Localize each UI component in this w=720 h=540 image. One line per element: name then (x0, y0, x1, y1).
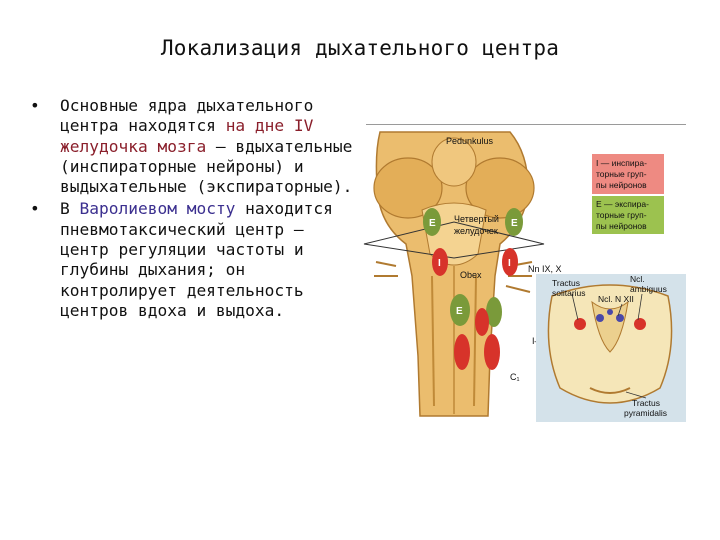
label-ventricle-line1: Четвертый (454, 214, 499, 224)
bullet-highlight-fourth-ventricle: на дне IV желудочка мозга (60, 116, 314, 156)
bullet-text: В (60, 199, 80, 219)
bullet-highlight-pons: Варолиевом мосту (79, 199, 236, 219)
e-mark: E (511, 218, 518, 229)
bullet-text: находится пневмотаксический центр – цент… (60, 199, 333, 320)
legend-i-line3: пы нейронов (596, 180, 647, 190)
bullet-list: • Основные ядра дыхательного центра нахо… (26, 96, 362, 323)
legend-i-line2: торные груп- (596, 169, 647, 179)
bullet-marker: • (30, 96, 40, 115)
bullet-item-pons: • В Варолиевом мосту находится пневмотак… (26, 199, 362, 321)
label-tractus-pyramidalis-line2: pyramidalis (624, 408, 667, 418)
bullet-item-nuclei: • Основные ядра дыхательного центра нахо… (26, 96, 362, 197)
bullet-text: Основные ядра дыхательного центра находя… (60, 96, 314, 136)
brainstem-figure: E E E I I Pedunkulus Четвертый желудочек… (363, 131, 686, 422)
cross-section-inset: Tractus solitarius Ncl. ambiguus Ncl. N … (536, 274, 686, 422)
inspiratory-groups (432, 248, 518, 370)
bullet-marker: • (30, 199, 40, 219)
label-nerves: Nn IX, X (528, 264, 562, 274)
slide-title: Локализация дыхательного центра (160, 36, 560, 60)
bullet-text: – вдыхательные (инспираторные нейроны) и… (60, 136, 353, 197)
expiratory-groups (423, 208, 523, 327)
label-c1: C₁ (510, 372, 520, 382)
label-tractus-pyramidalis-line1: Tractus (632, 398, 660, 408)
label-pedunkulus: Pedunkulus (446, 136, 494, 146)
legend: I — инспира- торные груп- пы нейронов E … (592, 154, 664, 234)
i-mark: I (508, 258, 511, 269)
legend-i-line1: I — инспира- (596, 158, 647, 168)
legend-e-line2: торные груп- (596, 210, 647, 220)
e-mark: E (429, 218, 436, 229)
top-rule (366, 124, 686, 125)
label-obex: Obex (460, 270, 482, 280)
legend-e-line1: E — экспира- (596, 199, 649, 209)
legend-e-line3: пы нейронов (596, 221, 647, 231)
label-ventricle-line2: желудочек (454, 226, 498, 236)
e-mark: E (456, 306, 463, 317)
label-ncl-xii: Ncl. N XII (598, 294, 634, 304)
i-mark: I (438, 258, 441, 269)
label-ncl-ambiguus-line1: Ncl. (630, 274, 645, 284)
label-tractus-solitarius-line1: Tractus (552, 278, 580, 288)
label-tractus-solitarius-line2: solitarius (552, 288, 586, 298)
label-ncl-ambiguus-line2: ambiguus (630, 284, 667, 294)
